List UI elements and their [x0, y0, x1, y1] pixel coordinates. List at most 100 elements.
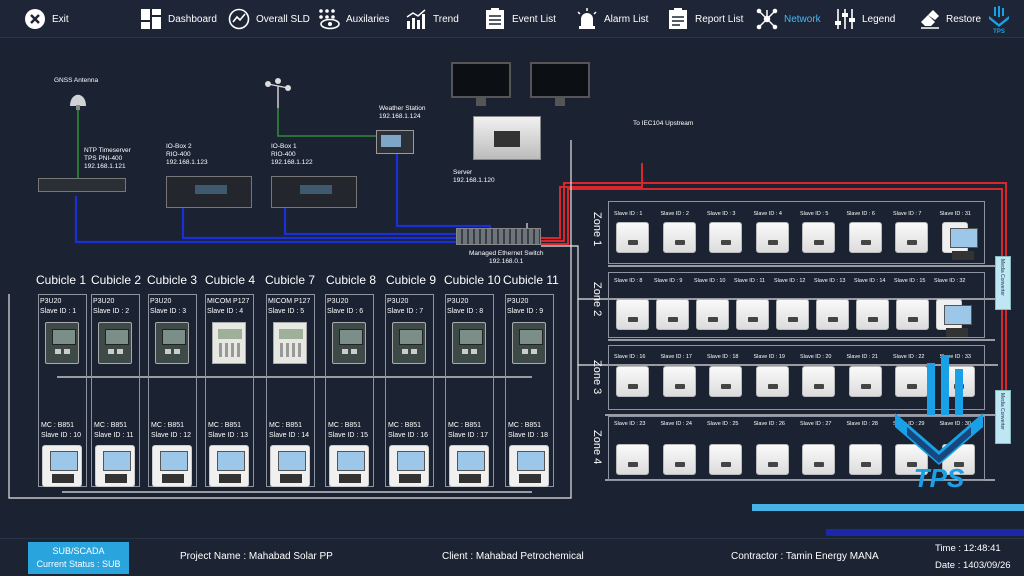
iobox2-label-line2: RIO-400	[166, 151, 191, 159]
protection-relay-device[interactable]	[98, 322, 132, 364]
inverter-device[interactable]	[696, 299, 729, 330]
relay-model: P3U20	[40, 298, 62, 305]
energy-meter-device[interactable]	[449, 445, 489, 487]
zone-meter-device[interactable]	[936, 299, 972, 337]
inverter-device[interactable]	[709, 444, 742, 475]
inverter-device[interactable]	[802, 222, 835, 253]
protection-relay-device[interactable]	[45, 322, 79, 364]
event-list-button[interactable]: Event List	[484, 0, 556, 38]
auxiliaries-icon	[319, 9, 340, 30]
weather-station-device[interactable]	[376, 130, 414, 154]
iobox1-device[interactable]	[271, 176, 357, 208]
network-button[interactable]: Network	[756, 0, 821, 38]
inverter-device[interactable]	[616, 299, 649, 330]
inverter-device[interactable]	[709, 366, 742, 397]
inverter-device[interactable]	[848, 366, 882, 397]
trend-button[interactable]: Trend	[405, 0, 459, 38]
auxiliaries-button[interactable]: Auxilaries	[318, 0, 389, 38]
energy-meter-device[interactable]	[95, 445, 135, 487]
inverter-device[interactable]	[755, 366, 789, 397]
zone-panel[interactable]	[608, 201, 985, 264]
overall-sld-button[interactable]: Overall SLD	[228, 0, 310, 38]
inverter-device[interactable]	[662, 366, 696, 397]
protection-relay-device[interactable]	[452, 322, 486, 364]
ntp-timeserver-device[interactable]	[38, 178, 126, 192]
inverter-device[interactable]	[755, 222, 789, 253]
iobox2-label-line3: 192.168.1.123	[166, 159, 208, 167]
report-list-button[interactable]: Report List	[667, 0, 743, 38]
zone-title: Zone 1	[591, 212, 603, 247]
alarm-list-label: Alarm List	[604, 13, 649, 25]
media-converter-1[interactable]: Media Converter	[995, 256, 1011, 310]
inverter-device[interactable]	[802, 444, 835, 475]
inverter-device[interactable]	[662, 444, 696, 475]
exit-button[interactable]: Exit	[24, 0, 69, 38]
zone-panel[interactable]	[608, 272, 985, 338]
relay-slave-id: Slave ID : 8	[447, 308, 484, 316]
legend-button[interactable]: Legend	[834, 0, 895, 38]
zone-panel[interactable]	[608, 345, 985, 410]
restore-button[interactable]: Restore	[918, 0, 981, 38]
inverter-slave-id: Slave ID : 31	[939, 211, 972, 217]
sliders-icon	[835, 9, 855, 29]
inverter-device[interactable]	[848, 222, 882, 253]
ntp-label-line3: 192.168.1.121	[84, 163, 126, 171]
inverter-device[interactable]	[895, 366, 928, 397]
dashboard-button[interactable]: Dashboard	[140, 0, 217, 38]
media-converter-2[interactable]: Media Converter	[995, 390, 1011, 444]
inverter-device[interactable]	[662, 222, 696, 253]
inverter-device[interactable]	[656, 299, 689, 330]
weather-label: Weather Station 192.168.1.124	[379, 105, 426, 121]
protection-relay-device[interactable]	[392, 322, 426, 364]
inverter-device[interactable]	[802, 366, 835, 397]
inverter-slave-id: Slave ID : 32	[934, 278, 966, 284]
inverter-device[interactable]	[848, 444, 882, 475]
inverter-device[interactable]	[616, 444, 649, 475]
server-device[interactable]	[473, 116, 541, 160]
accent-bar-dark	[826, 529, 1024, 536]
zone-title: Zone 2	[591, 282, 603, 317]
alarm-list-button[interactable]: Alarm List	[576, 0, 648, 38]
status-badge[interactable]: SUB/SCADA Current Status : SUB	[28, 542, 129, 574]
micom-relay-device[interactable]	[212, 322, 246, 364]
energy-meter-device[interactable]	[152, 445, 192, 487]
inverter-device[interactable]	[856, 299, 889, 330]
inverter-device[interactable]	[709, 222, 742, 253]
tps-watermark-logo-icon: TPS	[895, 355, 983, 493]
inverter-slave-id: Slave ID : 17	[660, 354, 693, 360]
energy-meter-device[interactable]	[329, 445, 369, 487]
inverter-device[interactable]	[816, 299, 849, 330]
energy-meter-device[interactable]	[509, 445, 549, 487]
switch-label: Managed Ethernet Switch 192.168.0.1	[469, 250, 543, 266]
inverter-device[interactable]	[776, 299, 809, 330]
inverter-device[interactable]	[736, 299, 769, 330]
energy-meter-device[interactable]	[42, 445, 82, 487]
zone-meter-device[interactable]	[941, 222, 978, 260]
server-label-line2: 192.168.1.120	[453, 177, 495, 185]
server-label: Server 192.168.1.120	[453, 169, 495, 185]
iobox2-label-line1: IO-Box 2	[166, 143, 192, 150]
protection-relay-device[interactable]	[332, 322, 366, 364]
managed-ethernet-switch-device[interactable]	[456, 228, 541, 245]
iobox2-device[interactable]	[166, 176, 252, 208]
tps-logo-text: TPS	[993, 29, 1005, 34]
inverter-device[interactable]	[755, 444, 789, 475]
gnss-antenna-icon	[70, 94, 86, 110]
energy-meter-device[interactable]	[389, 445, 429, 487]
inverter-slave-id: Slave ID : 1	[614, 211, 643, 217]
protection-relay-device[interactable]	[512, 322, 546, 364]
inverter-device[interactable]	[895, 222, 928, 253]
inverter-device[interactable]	[896, 299, 929, 330]
zone-panel[interactable]	[608, 416, 985, 481]
inverter-slave-id: Slave ID : 24	[660, 421, 693, 427]
inverter-device[interactable]	[616, 222, 649, 253]
micom-relay-device[interactable]	[273, 322, 307, 364]
protection-relay-device[interactable]	[155, 322, 189, 364]
energy-meter-device[interactable]	[209, 445, 249, 487]
weather-label-line1: Weather Station	[379, 105, 426, 112]
energy-meter-device[interactable]	[270, 445, 310, 487]
inverter-device[interactable]	[616, 366, 649, 397]
